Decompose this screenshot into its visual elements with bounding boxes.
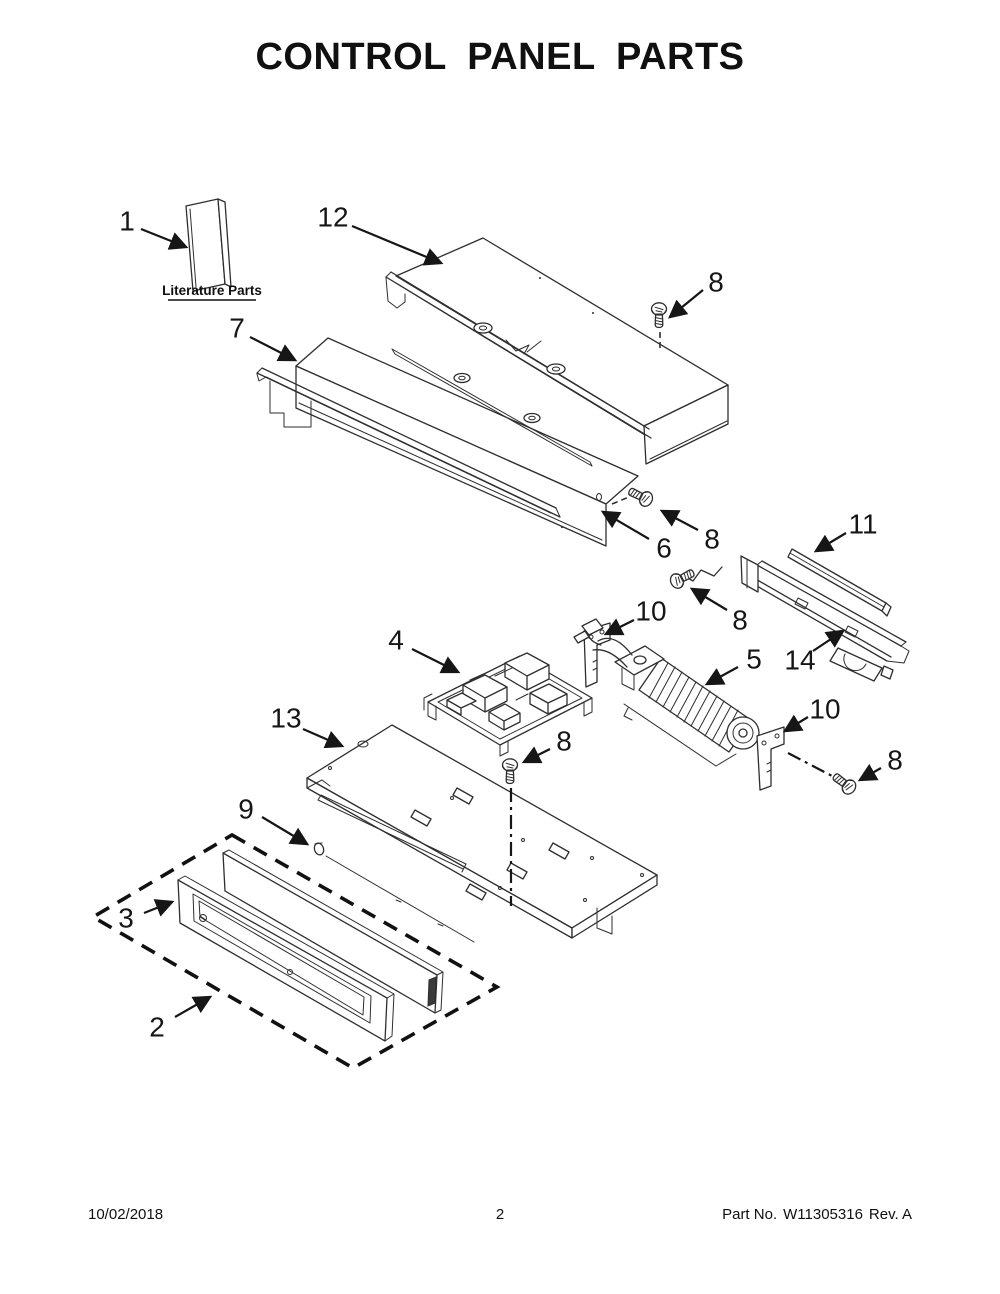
part-3-faceplate xyxy=(177,849,444,1042)
part-9-clip xyxy=(313,842,475,943)
callout-arrow-8-2 xyxy=(667,289,704,319)
part-14-bracket-rail xyxy=(685,555,910,682)
callout-number-14-11: 14 xyxy=(784,645,815,676)
part-8-screw-panel13 xyxy=(501,758,519,906)
part-10-bracket-right xyxy=(756,726,835,791)
callout-arrow-5-10 xyxy=(704,666,739,686)
callout-arrow-6-4 xyxy=(600,510,650,540)
callout-number-13-13: 13 xyxy=(270,703,301,734)
part-12-top-cover xyxy=(385,237,729,465)
callout-number-7-3: 7 xyxy=(229,313,245,344)
callout-arrow-8-8 xyxy=(689,587,728,611)
callout-arrow-8-5 xyxy=(659,509,699,531)
callout-arrow-2-18 xyxy=(174,995,213,1018)
footer-page-number: 2 xyxy=(495,1206,505,1223)
part-8-screw-top xyxy=(650,302,668,350)
part-1-literature-booklet: Literature Parts xyxy=(162,198,262,301)
callout-number-1-0: 1 xyxy=(119,206,135,237)
callout-arrow-8-15 xyxy=(857,763,882,782)
literature-parts-label: Literature Parts xyxy=(162,283,262,298)
footer-revision: Rev. A xyxy=(868,1206,912,1223)
part-11-strip xyxy=(787,548,892,617)
callout-number-4-9: 4 xyxy=(388,625,404,656)
callout-arrow-8-14 xyxy=(521,746,551,764)
callout-number-6-4: 6 xyxy=(656,533,672,564)
page-title: CONTROL PANEL PARTS xyxy=(255,36,745,78)
footer-part-no-label: Part No. xyxy=(722,1206,778,1223)
callout-number-8-15: 8 xyxy=(887,745,903,776)
callout-arrow-7-3 xyxy=(249,336,298,362)
callout-number-8-2: 8 xyxy=(708,267,724,298)
callout-arrow-12-1 xyxy=(351,224,444,266)
part-8-screw-bottom-right xyxy=(829,769,860,798)
callout-arrow-4-9 xyxy=(411,648,461,674)
part-7-trim-rail xyxy=(256,367,561,518)
callout-number-9-16: 9 xyxy=(238,794,254,825)
callout-number-8-8: 8 xyxy=(732,605,748,636)
part-13-chassis-panel xyxy=(306,724,658,939)
part-6-support-panel xyxy=(269,337,639,547)
callout-number-2-18: 2 xyxy=(149,1012,165,1043)
callout-layer: 1 12 8 7 6 8 11 10 8 4 5 14 10 13 8 8 9 3 2 xyxy=(118,202,903,1043)
callout-number-8-5: 8 xyxy=(704,524,720,555)
callout-arrow-11-6 xyxy=(813,532,847,553)
footer-date: 10/02/2018 xyxy=(88,1206,164,1223)
part-2-assembly-outline xyxy=(89,832,501,1071)
part-5-blower-fan xyxy=(573,618,760,767)
footer-part-no-value: W11305316 xyxy=(783,1206,863,1223)
callout-arrow-14-11 xyxy=(812,629,846,652)
callout-number-10-12: 10 xyxy=(809,694,840,725)
part-8-screw-rail14 xyxy=(667,565,698,592)
callout-number-12-1: 12 xyxy=(317,202,348,233)
callout-arrow-13-13 xyxy=(302,727,345,749)
callout-arrow-9-16 xyxy=(261,816,310,846)
callout-number-3-17: 3 xyxy=(118,903,134,934)
callout-arrow-1-0 xyxy=(140,227,189,250)
callout-arrow-3-17 xyxy=(143,899,175,917)
part-4-control-board xyxy=(423,652,593,757)
part-8-screw-panel6 xyxy=(611,483,656,510)
callout-number-11-6: 11 xyxy=(848,509,877,540)
callout-number-8-14: 8 xyxy=(556,726,572,757)
footer-part-number: Part No. W11305316 Rev. A xyxy=(716,1206,912,1223)
callout-arrow-10-12 xyxy=(782,714,809,733)
callout-number-5-10: 5 xyxy=(746,644,762,675)
callout-number-10-7: 10 xyxy=(635,596,666,627)
callout-arrow-10-7 xyxy=(603,618,635,636)
page-footer: 10/02/2018 2 Part No. W11305316 Rev. A xyxy=(88,1206,912,1228)
